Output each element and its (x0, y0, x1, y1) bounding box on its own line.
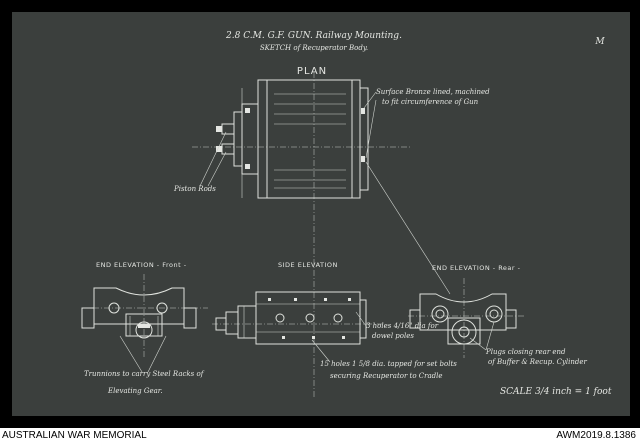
plan-view (192, 72, 451, 397)
note-surface-line2: to fit circumference of Gun (382, 98, 479, 106)
note-trunnions-line2: Elevating Gear. (107, 387, 163, 395)
accession-number: AWM2019.8.1386 (556, 430, 636, 441)
drawing-scale: SCALE 3/4 inch = 1 foot (500, 387, 612, 397)
note-piston-rods: Piston Rods (173, 185, 216, 193)
institution-credit: AUSTRALIAN WAR MEMORIAL (2, 430, 147, 441)
note-plugs-line2: of Buffer & Recup. Cylinder (488, 358, 588, 366)
note-set-bolts-line1: 15 holes 1 5/8 dia. tapped for set bolts (320, 360, 457, 368)
blueprint-sheet: 2.8 C.M. G.F. GUN. Railway Mounting. SKE… (12, 12, 630, 416)
image-frame: 2.8 C.M. G.F. GUN. Railway Mounting. SKE… (0, 0, 640, 428)
side-elevation (212, 291, 384, 363)
plan-heading: PLAN (297, 66, 327, 77)
drawing-subtitle: SKETCH of Recuperator Body. (260, 44, 368, 52)
note-set-bolts-line2: securing Recuperator to Cradle (330, 372, 443, 380)
sheet-mark: M (594, 37, 605, 47)
end-elevation-front (81, 274, 208, 373)
note-dowel-holes-line1: 3 holes 4/16" dia for (366, 322, 439, 330)
end-elevation-rear-heading: END ELEVATION - Rear - (432, 264, 521, 272)
end-elevation-front-heading: END ELEVATION - Front - (96, 261, 187, 269)
side-elevation-heading: SIDE ELEVATION (278, 261, 338, 269)
drawing-title: 2.8 C.M. G.F. GUN. Railway Mounting. (225, 31, 402, 41)
note-plugs-line1: Plugs closing rear end (485, 348, 566, 356)
note-trunnions-line1: Trunnions to carry Steel Racks of (84, 370, 205, 378)
note-dowel-holes-line2: dowel poles (372, 332, 414, 340)
technical-drawing: 2.8 C.M. G.F. GUN. Railway Mounting. SKE… (81, 31, 612, 397)
note-surface-line1: Surface Bronze lined, machined (376, 88, 490, 96)
credit-bar: AUSTRALIAN WAR MEMORIAL AWM2019.8.1386 (0, 428, 640, 443)
end-elevation-rear (408, 278, 524, 358)
